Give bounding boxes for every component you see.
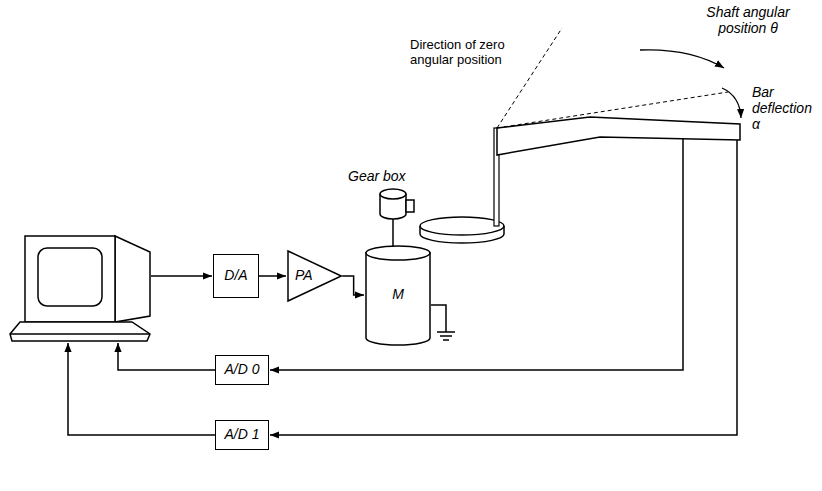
zero-direction-line	[497, 28, 562, 128]
data-wire	[118, 343, 215, 370]
node-text: M	[392, 287, 404, 302]
converter-box: D/A	[213, 254, 259, 298]
sensor-wire	[270, 138, 683, 370]
converter-box: A/D 1	[215, 420, 269, 450]
shaft-direction-line	[497, 92, 728, 128]
node-text: A/D 1	[224, 427, 259, 442]
disk	[420, 217, 504, 243]
computer	[10, 236, 150, 341]
signal-connector	[259, 275, 286, 277]
converter-box: A/D 0	[215, 355, 269, 385]
node-text: D/A	[224, 268, 247, 283]
deflection-arrow	[722, 88, 741, 118]
node-text: A/D 0	[224, 362, 259, 377]
signal-connector	[342, 276, 364, 295]
motor-cylinder: M	[365, 245, 431, 345]
deflection-label: Bar deflection α	[752, 84, 816, 132]
part-label: Gear box	[348, 168, 418, 184]
direction-label: Direction of zero angular position	[410, 38, 525, 68]
node-text: PA	[295, 268, 313, 283]
sensor-wire	[270, 140, 737, 435]
gearbox	[380, 189, 414, 250]
angle-arrow	[640, 50, 724, 68]
angle-label: Shaft angular position θ	[682, 4, 814, 36]
ground-symbol	[431, 305, 455, 340]
data-wire	[68, 343, 215, 435]
amplifier-triangle: PA	[287, 250, 342, 302]
signal-wire	[151, 275, 212, 277]
